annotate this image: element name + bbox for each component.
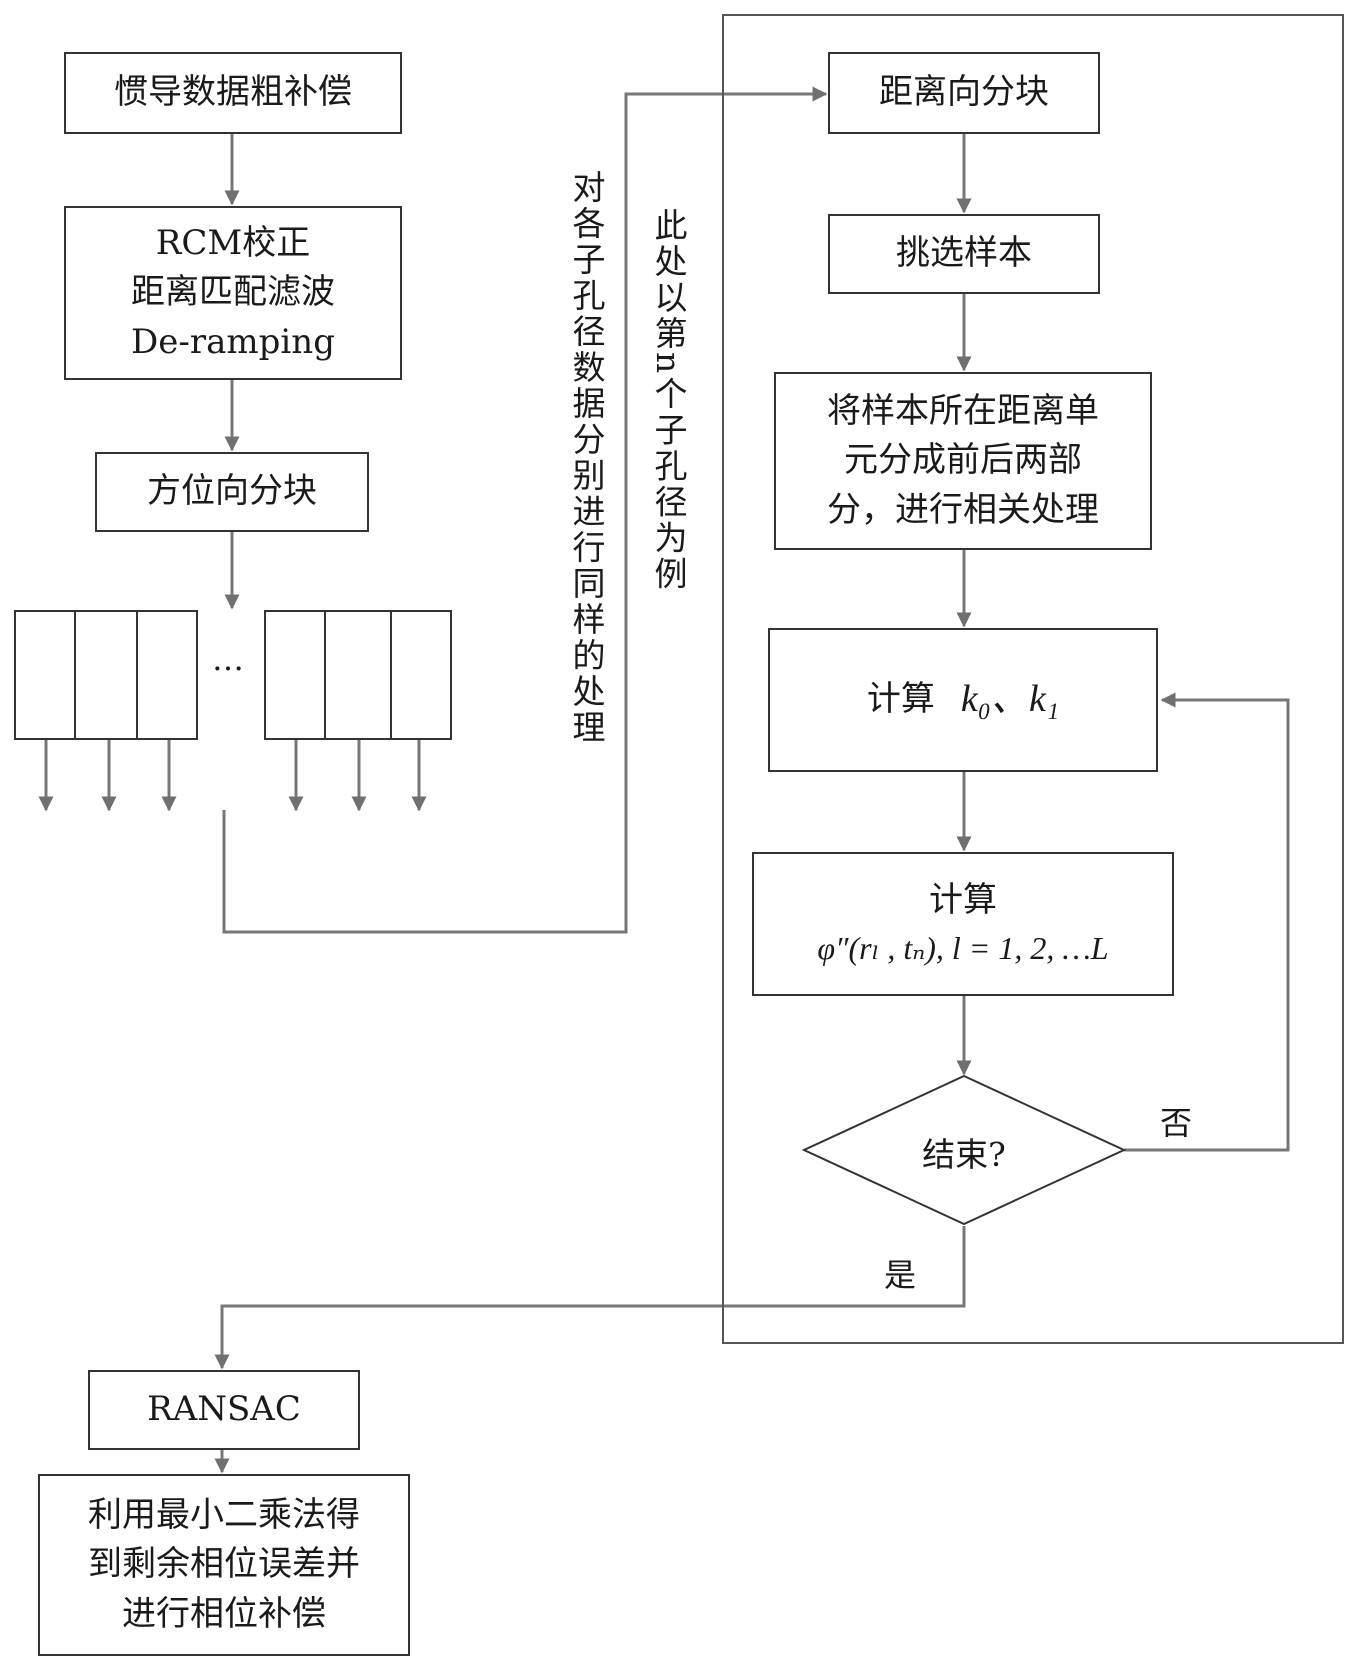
decision-label: 结束?: [922, 1135, 1006, 1174]
final-line-2: 到剩余相位误差并: [88, 1544, 360, 1585]
compute-phi-formula: φ″(rₗ , tₙ), l = 1, 2, …L: [817, 930, 1109, 967]
compute-k-label: 计算: [866, 679, 935, 720]
rcm-processing-box: RCM校正 距离匹配滤波 De-ramping: [64, 206, 402, 380]
yes-label: 是: [884, 1256, 917, 1294]
phase-compensation-box: 利用最小二乘法得 到剩余相位误差并 进行相位补偿: [38, 1474, 410, 1656]
select-samples-label: 挑选样本: [896, 233, 1032, 274]
de-ramping-label: De-ramping: [131, 321, 335, 362]
split-line-3: 分，进行相关处理: [827, 489, 1099, 530]
compute-phi-label: 计算: [929, 880, 997, 921]
note-same-processing: 对各子孔径数据分别进行同样的处理: [567, 170, 606, 746]
compute-k-box: 计算 k₀、k₁: [768, 628, 1158, 772]
decision-diamond: [801, 1074, 1127, 1226]
coarse-compensation-box: 惯导数据粗补偿: [64, 52, 402, 134]
sub-aperture-block: [74, 610, 138, 740]
sub-aperture-frame: [722, 14, 1344, 1344]
range-matched-filter-label: 距离匹配滤波: [131, 272, 335, 313]
sub-aperture-block: [136, 610, 198, 740]
split-correlation-box: 将样本所在距离单 元分成前后两部 分，进行相关处理: [774, 372, 1152, 550]
blocks-ellipsis: …: [212, 640, 244, 678]
split-line-1: 将样本所在距离单: [827, 391, 1099, 432]
azimuth-block-label: 方位向分块: [147, 471, 317, 512]
ransac-label: RANSAC: [147, 1389, 301, 1430]
ransac-box: RANSAC: [88, 1370, 360, 1450]
no-label: 否: [1160, 1104, 1193, 1142]
split-line-2: 元分成前后两部: [844, 440, 1082, 481]
coarse-compensation-label: 惯导数据粗补偿: [114, 72, 352, 113]
compute-k-formula: k₀、k₁: [960, 678, 1060, 721]
final-line-3: 进行相位补偿: [122, 1593, 326, 1634]
range-block-box: 距离向分块: [828, 52, 1100, 134]
final-line-1: 利用最小二乘法得: [88, 1495, 360, 1536]
select-samples-box: 挑选样本: [828, 214, 1100, 294]
arrow-yes-to-ransac: [214, 1226, 966, 1370]
arrow-to-range-block: [222, 86, 828, 934]
rcm-correction-label: RCM校正: [155, 223, 311, 264]
sub-aperture-block: [390, 610, 452, 740]
sub-aperture-block: [324, 610, 392, 740]
range-block-label: 距离向分块: [879, 72, 1049, 113]
sub-aperture-block: [14, 610, 76, 740]
compute-phi-box: 计算 φ″(rₗ , tₙ), l = 1, 2, …L: [752, 852, 1174, 996]
note-nth-sub-aperture: 此处以第n个子孔径为例: [649, 208, 688, 593]
azimuth-block-box: 方位向分块: [95, 452, 369, 532]
sub-aperture-block: [264, 610, 326, 740]
arrow-no-loop: [1124, 692, 1290, 1152]
